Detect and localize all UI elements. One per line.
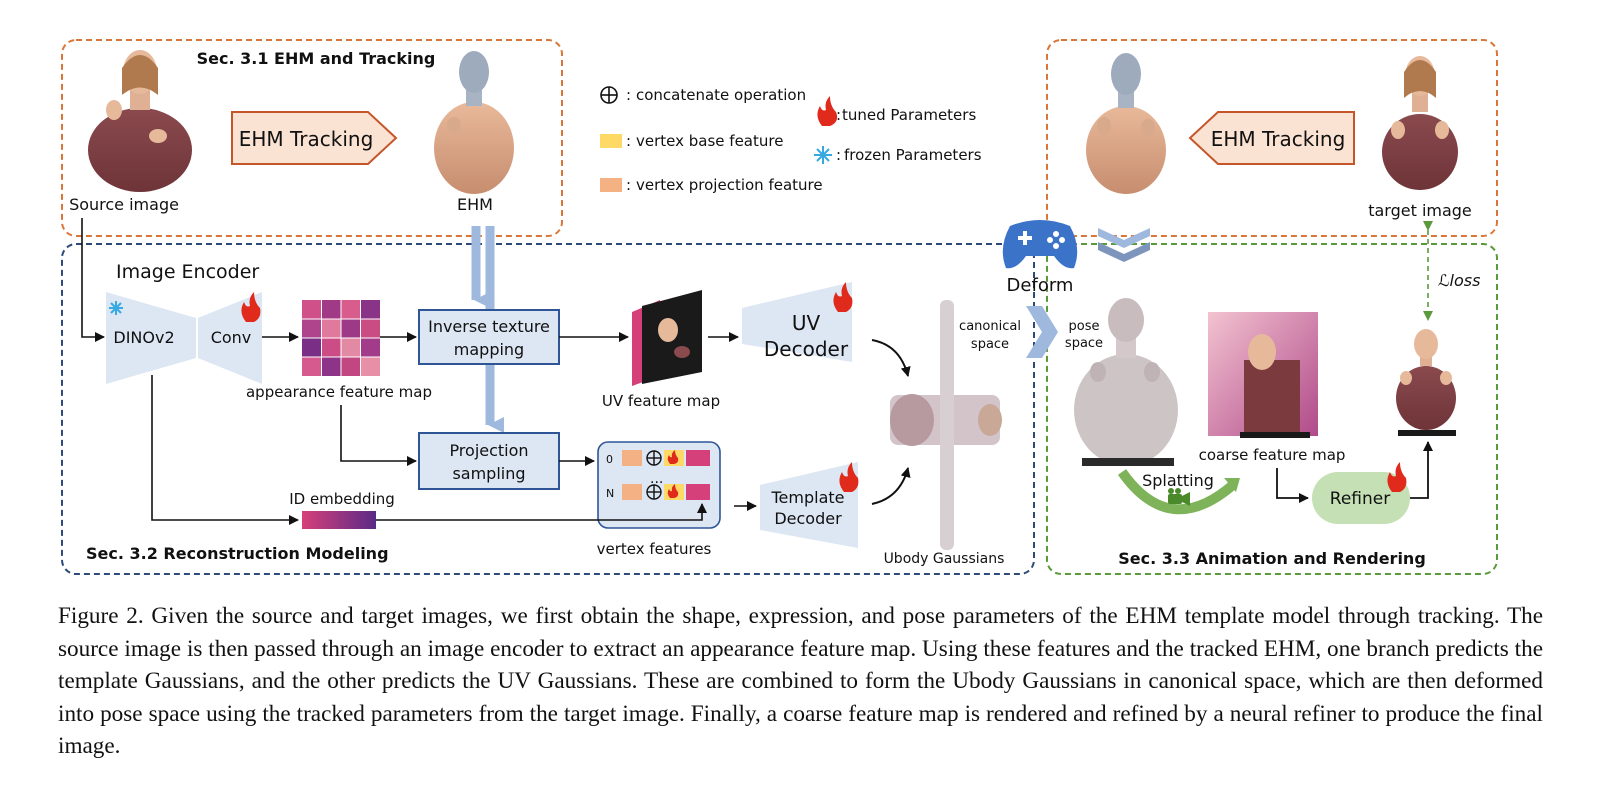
coarse-feature-map [1208,312,1318,438]
inverse-texture-box [418,309,560,365]
ehm-tracking-arrow [231,111,398,165]
splatting-arrow [1117,469,1238,515]
projection-sampling-label-1: Projection [449,441,528,460]
section-box-reconstruction [61,243,1035,575]
projection-sampling-box [418,432,560,490]
svg-text::: : [626,176,631,194]
appearance-feature-map [302,300,380,376]
ubody-gaussians [890,300,1002,550]
output-image-person [1396,329,1456,436]
inverse-texture-label-2: mapping [454,340,524,359]
svg-text::: : [626,132,631,150]
projection-sampling-label-2: sampling [452,464,525,483]
target-image-person [1382,56,1458,190]
uv-decoder-label-1: UV [792,311,821,335]
svg-text::: : [836,146,841,164]
template-decoder-label-1: Template [770,488,844,507]
row-n-label: N [606,487,614,500]
splatting-label: Splatting [1142,471,1214,490]
arrow-uv-decoder-to-gaussians [871,339,911,377]
gamepad-icon [1002,220,1078,269]
deform-label: Deform [1007,275,1074,296]
frozen-icon-dinov2 [109,301,123,315]
flame-icon-template [839,462,859,492]
loss-label: ℒloss [1438,271,1480,290]
template-decoder-label-2: Decoder [774,509,842,528]
legend-concat: concatenate operation [636,86,806,104]
target-ehm-model [1086,53,1166,194]
pose-space-gaussians [1074,298,1178,466]
row-dots: ... [650,471,663,487]
figure-caption: Figure 2. Given the source and target im… [58,603,1543,759]
uv-feature-map [632,290,702,386]
ubody-gaussians-label: Ubody Gaussians [884,551,1005,567]
section-title-ehm: Sec. 3.1 EHM and Tracking [197,49,436,68]
vertex-features-label: vertex features [597,540,712,558]
arrow-refiner-to-output [1410,441,1433,499]
row-0-label: 0 [606,453,613,466]
svg-text::: : [626,86,631,104]
refiner-label: Refiner [1330,489,1390,509]
source-image-person [88,50,192,192]
legend-tuned: tuned Parameters [842,106,976,124]
flame-icon [817,96,838,126]
coarse-feature-map-label: coarse feature map [1199,446,1346,464]
down-chevron-icon [1098,228,1150,248]
canonical-space-label-2: space [971,337,1009,352]
ehm-label: EHM [457,195,493,214]
arrow-map-to-projection [340,405,417,466]
svg-text::: : [836,106,841,124]
id-embedding-bar [302,511,376,529]
flame-icon-refiner [1387,462,1407,492]
inverse-texture-label-1: Inverse texture [428,317,550,336]
deform-chevron [1026,306,1058,358]
proj-feature-swatch [600,178,622,192]
canonical-space-label-1: canonical [959,319,1021,334]
arrow-id-to-vertex [376,503,707,521]
ehm-model [434,51,514,194]
image-encoder-title: Image Encoder [116,261,259,283]
arrow-template-to-gaussians [871,467,911,505]
dinov2-label: DINOv2 [113,328,174,347]
legend-base: vertex base feature [636,132,783,150]
pose-space-label-2: space [1065,336,1103,351]
flame-icon-conv [241,292,261,322]
arrow-dinov2-to-id [151,375,299,525]
appearance-map-label: appearance feature map [246,383,432,401]
section-title-animation: Sec. 3.3 Animation and Rendering [1118,549,1426,568]
legend-frozen: frozen Parameters [844,146,982,164]
section-box-animation [1046,243,1498,575]
target-tracking-arrow [1188,111,1355,165]
legend: : concatenate operation : vertex base fe… [600,86,982,194]
conv-label: Conv [211,328,252,347]
camera-icon [1168,488,1190,506]
section-title-reconstruction: Sec. 3.2 Reconstruction Modeling [86,544,389,563]
ehm-tracking-label: EHM Tracking [239,127,374,151]
id-embedding-label: ID embedding [289,490,395,508]
source-image-label: Source image [69,195,179,214]
pose-space-label-1: pose [1069,319,1100,334]
dinov2-block [106,292,196,384]
uv-feature-map-label: UV feature map [602,392,720,410]
template-decoder-block [760,462,858,548]
target-tracking-label: EHM Tracking [1211,127,1346,151]
flame-icon-uv [833,282,853,312]
arrow-source-to-encoder [81,218,105,342]
refiner-block [1312,472,1410,524]
method-diagram: Sec. 3.1 EHM and Tracking Sec. 3.2 Recon… [61,39,1498,575]
base-feature-swatch [600,134,622,148]
section-box-ehm [61,39,563,237]
arrow-coarse-to-refiner [1276,468,1309,503]
uv-decoder-label-2: Decoder [764,337,849,361]
uv-decoder-block [742,282,852,362]
snowflake-icon [814,146,832,164]
legend-proj: vertex projection feature [636,176,823,194]
section-box-target [1046,39,1498,237]
target-image-label: target image [1368,201,1472,220]
